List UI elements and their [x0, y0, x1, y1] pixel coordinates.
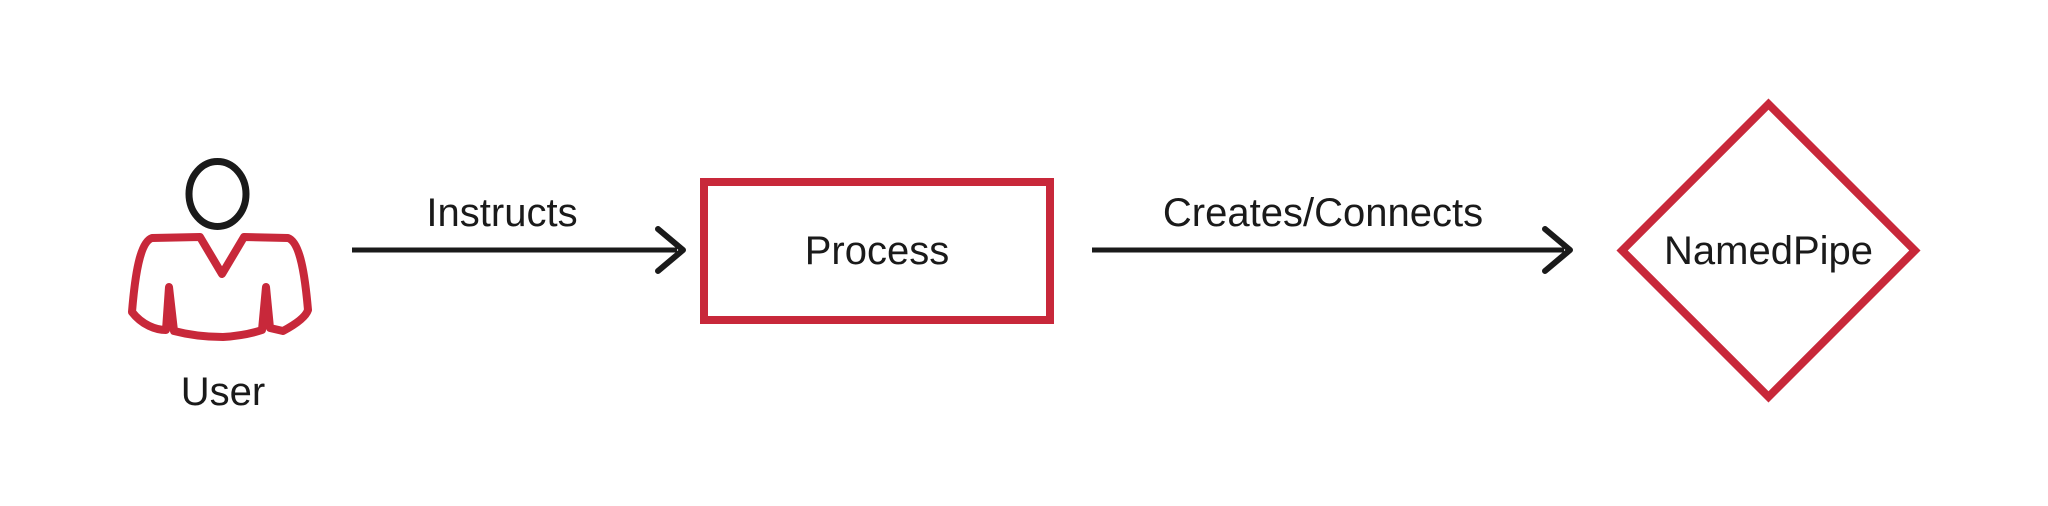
instructs-arrow	[352, 226, 686, 274]
user-head-icon	[185, 158, 250, 230]
user-body-icon	[128, 233, 312, 341]
process-node-label: Process	[804, 229, 950, 273]
creates-connects-arrow	[1092, 226, 1573, 274]
user-node-label: User	[180, 370, 266, 414]
namedpipe-node-label: NamedPipe	[1663, 228, 1874, 273]
arrowhead-icon	[655, 226, 686, 274]
process-node: Process	[700, 178, 1054, 324]
arrowhead-icon	[1542, 226, 1573, 274]
namedpipe-node: NamedPipe	[1616, 98, 1921, 403]
user-icon	[128, 158, 312, 341]
instructs-edge-label: Instructs	[426, 191, 578, 235]
creates-connects-edge-label: Creates/Connects	[1162, 191, 1484, 235]
